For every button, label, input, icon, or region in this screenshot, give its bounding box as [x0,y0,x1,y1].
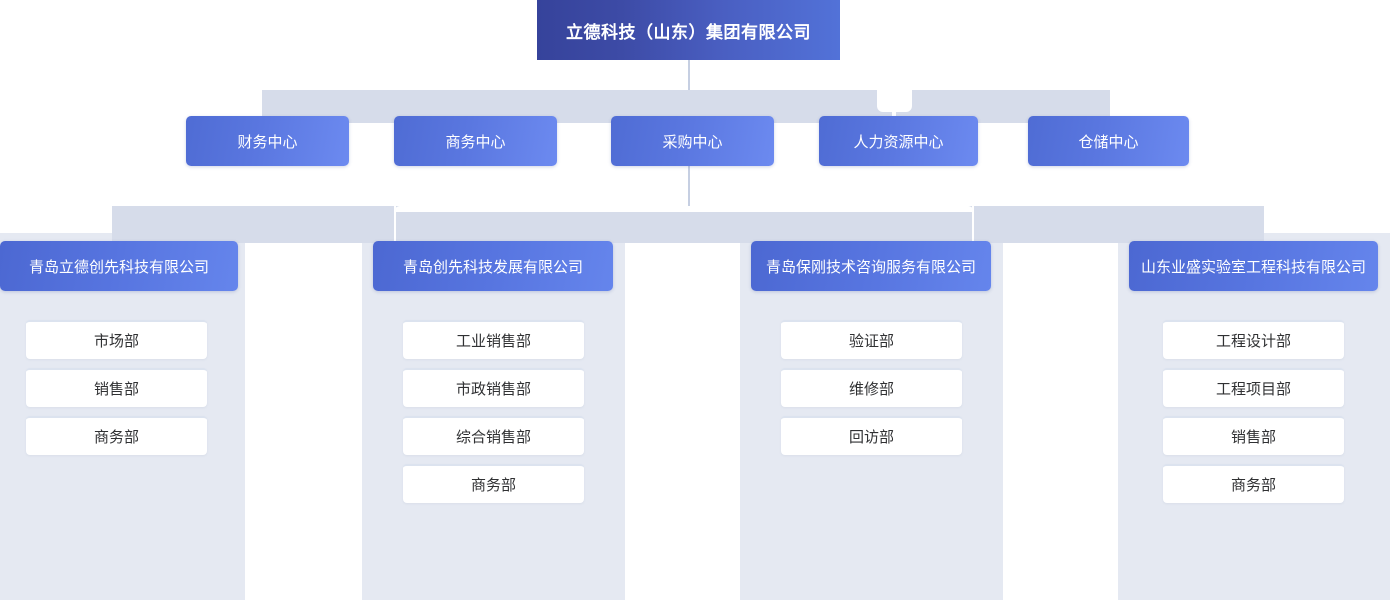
connector-notch-companies-right [972,206,974,243]
department-node[interactable]: 销售部 [26,368,207,407]
center-node-finance[interactable]: 财务中心 [186,116,349,166]
center-node-business[interactable]: 商务中心 [394,116,557,166]
department-node-label: 维修部 [848,381,894,398]
department-node-label: 验证部 [848,333,894,350]
center-node-hr[interactable]: 人力资源中心 [819,116,978,166]
connector-stem-companies [688,166,690,206]
root-node[interactable]: 立德科技（山东）集团有限公司 [537,0,840,60]
department-node[interactable]: 维修部 [781,368,962,407]
connector-stem-root [688,58,690,90]
department-node-label: 综合销售部 [455,429,531,446]
department-node[interactable]: 回访部 [781,416,962,455]
center-node-label: 财务中心 [237,133,298,151]
department-node-label: 销售部 [1230,429,1276,446]
department-node[interactable]: 市政销售部 [403,368,584,407]
department-node-label: 工业销售部 [455,333,531,350]
center-node-procurement[interactable]: 采购中心 [611,116,774,166]
department-node-label: 工程项目部 [1215,381,1291,398]
department-node[interactable]: 市场部 [26,320,207,359]
connector-notch-companies-top [394,206,974,212]
department-node-label: 销售部 [93,381,139,398]
company-node-1[interactable]: 青岛立德创先科技有限公司 [0,241,238,291]
connector-band-companies-inner [398,212,970,243]
department-node[interactable]: 商务部 [1163,464,1344,503]
center-node-warehouse[interactable]: 仓储中心 [1028,116,1189,166]
department-node[interactable]: 综合销售部 [403,416,584,455]
company-node-2[interactable]: 青岛创先科技发展有限公司 [373,241,613,291]
company-node-label: 山东业盛实验室工程科技有限公司 [1140,258,1366,276]
department-node[interactable]: 商务部 [26,416,207,455]
department-node-label: 商务部 [1230,477,1276,494]
center-node-label: 人力资源中心 [853,133,944,151]
department-node[interactable]: 销售部 [1163,416,1344,455]
department-node-label: 市场部 [93,333,139,350]
company-node-label: 青岛保刚技术咨询服务有限公司 [765,258,976,276]
root-node-label: 立德科技（山东）集团有限公司 [566,22,811,42]
company-node-3[interactable]: 青岛保刚技术咨询服务有限公司 [751,241,991,291]
department-node[interactable]: 工程设计部 [1163,320,1344,359]
company-node-label: 青岛立德创先科技有限公司 [28,258,209,276]
connector-notch-centers-divider [892,90,896,123]
department-node[interactable]: 验证部 [781,320,962,359]
department-node-label: 商务部 [470,477,516,494]
department-node[interactable]: 工程项目部 [1163,368,1344,407]
center-node-label: 采购中心 [662,133,723,151]
company-node-4[interactable]: 山东业盛实验室工程科技有限公司 [1129,241,1378,291]
department-node-label: 商务部 [93,429,139,446]
company-node-label: 青岛创先科技发展有限公司 [402,258,583,276]
department-node[interactable]: 工业销售部 [403,320,584,359]
department-node-label: 回访部 [848,429,894,446]
department-node-label: 市政销售部 [455,381,531,398]
connector-notch-companies-left [394,206,396,243]
center-node-label: 仓储中心 [1078,133,1139,151]
center-node-label: 商务中心 [445,133,506,151]
department-node-label: 工程设计部 [1215,333,1291,350]
department-node[interactable]: 商务部 [403,464,584,503]
